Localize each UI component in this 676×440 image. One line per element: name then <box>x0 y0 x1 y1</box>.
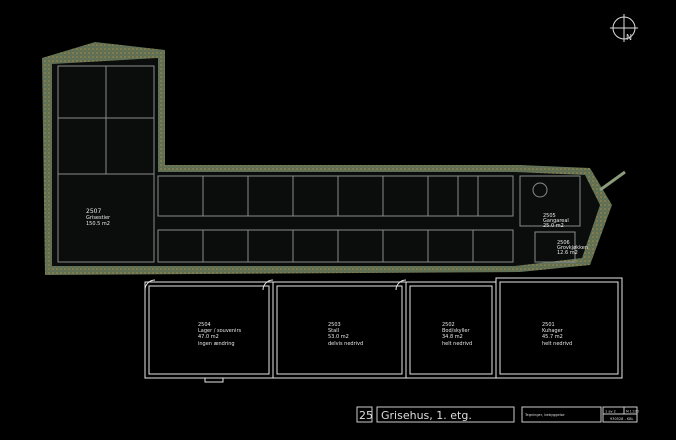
svg-text:Lager / souvenirs: Lager / souvenirs <box>198 328 242 334</box>
scanned-building <box>42 42 626 275</box>
svg-text:47.0 m2: 47.0 m2 <box>198 334 219 340</box>
svg-text:ingen ændring: ingen ændring <box>198 341 235 347</box>
north-arrow-icon: N <box>610 14 638 42</box>
svg-text:helt nedrivd: helt nedrivd <box>542 341 572 347</box>
svg-text:delvis nedrivd: delvis nedrivd <box>328 341 363 347</box>
room-2505-name: Gangareal <box>543 218 569 224</box>
room-2507-name: Grisestier <box>86 215 111 221</box>
svg-text:N: N <box>626 33 632 42</box>
svg-text:2501: 2501 <box>542 322 555 328</box>
room-2506-area: 12.6 m2 <box>557 250 578 256</box>
room-2507-number: 2507 <box>86 208 101 215</box>
room-2506-name: Grovkjøkken <box>557 245 588 251</box>
lower-rooms-outline <box>144 277 623 383</box>
room-2501-label: 2501 Kuhager 45.7 m2 helt nedrivd <box>542 322 572 347</box>
svg-text:Stall: Stall <box>328 328 339 334</box>
svg-text:2504: 2504 <box>198 322 211 328</box>
room-2506-number: 2506 <box>557 240 570 246</box>
drawing-title: Grisehus, 1. etg. <box>381 409 472 422</box>
room-2505-area: 25.0 m2 <box>543 223 564 229</box>
title-block <box>356 406 638 423</box>
room-2504-label: 2504 Lager / souvenirs 47.0 m2 ingen ænd… <box>198 322 242 347</box>
svg-text:Bod/skyller: Bod/skyller <box>442 328 470 334</box>
svg-text:53.0 m2: 53.0 m2 <box>328 334 349 340</box>
sheet-number: 25 <box>359 409 373 422</box>
page-indicator: 1 av 2 <box>605 410 616 414</box>
scale: M 1:100 <box>626 410 639 414</box>
svg-text:helt nedrivd: helt nedrivd <box>442 341 472 347</box>
svg-text:2503: 2503 <box>328 322 341 328</box>
reference: 930528 - KBL <box>610 417 634 421</box>
svg-text:Kuhager: Kuhager <box>542 328 564 334</box>
room-2502-label: 2502 Bod/skyller 34.8 m2 helt nedrivd <box>442 322 472 347</box>
room-2503-label: 2503 Stall 53.0 m2 delvis nedrivd <box>328 322 363 347</box>
svg-text:45.7 m2: 45.7 m2 <box>542 334 563 340</box>
drawing-subtitle: Tegninger, bebyggelse <box>524 413 565 417</box>
svg-text:34.8 m2: 34.8 m2 <box>442 334 463 340</box>
svg-text:2502: 2502 <box>442 322 455 328</box>
room-2505-number: 2505 <box>543 213 556 219</box>
room-2507-area: 150.5 m2 <box>86 221 110 227</box>
